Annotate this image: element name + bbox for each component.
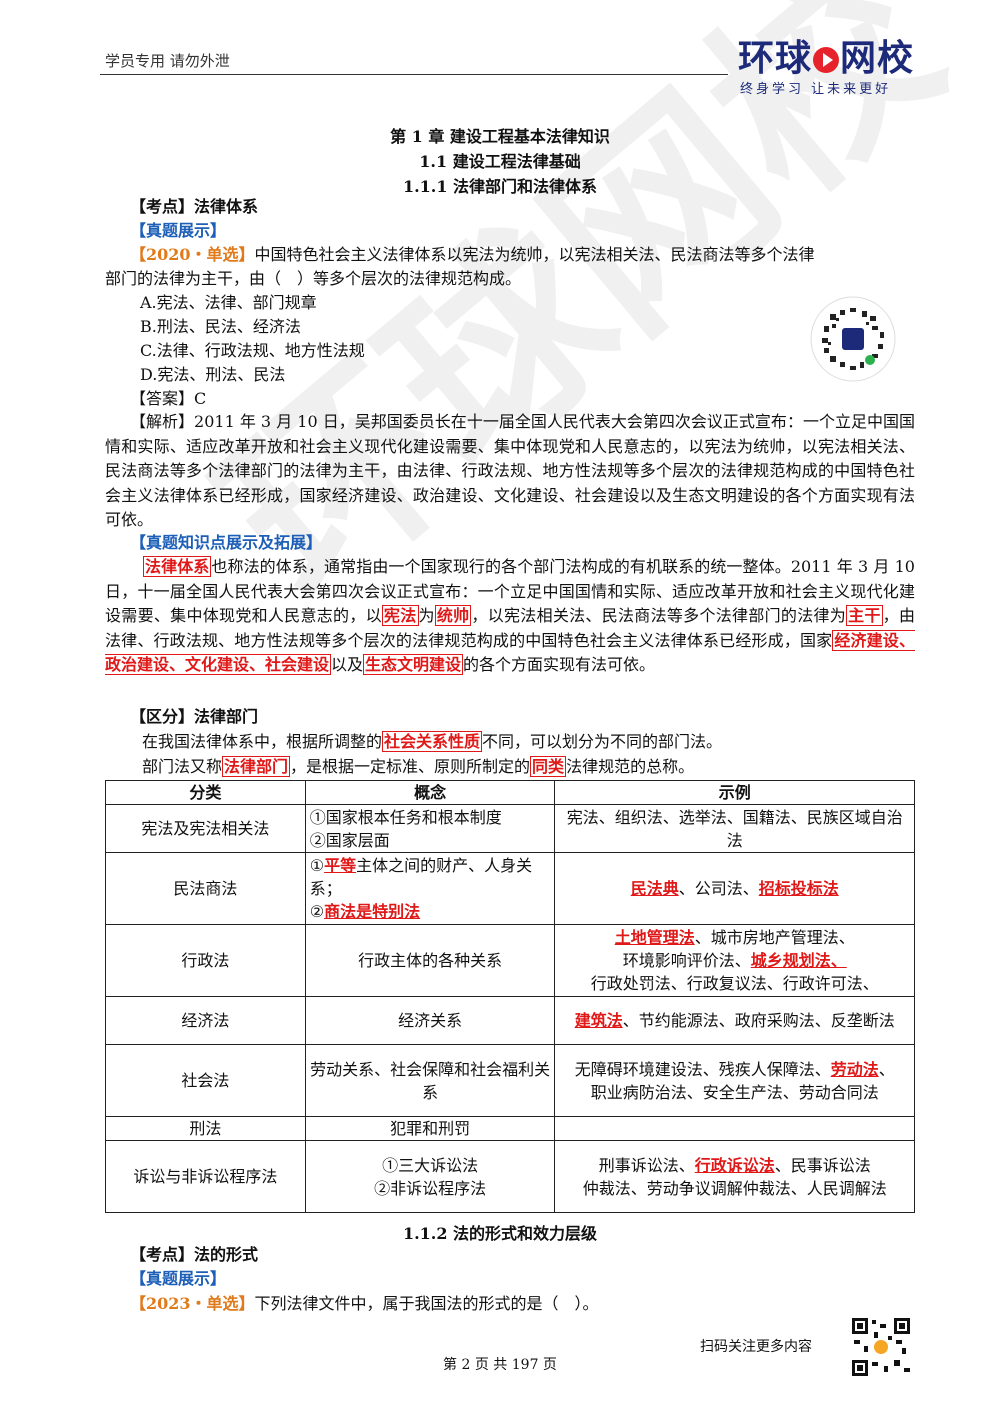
qr-code[interactable] (810, 296, 896, 382)
brand-logo: 环球网校 终身学习 让未来更好 (738, 40, 918, 98)
section-title: 1.1 建设工程法律基础 (419, 152, 581, 171)
subsection2-title: 1.1.2 法的形式和效力层级 (402, 1224, 598, 1243)
subsection-title: 1.1.1 法律部门和法律体系 (402, 177, 598, 196)
zhenti-label: 【真题展示】 (130, 221, 227, 240)
header-rule (100, 74, 728, 75)
question2-stem: 【2023・单选】下列法律文件中，属于我国法的形式的是（ ）。 (130, 1294, 599, 1313)
option-b: B.刑法、民法、经济法 (140, 317, 301, 336)
table-header-row: 分类 概念 示例 (105, 780, 915, 805)
header-concept: 概念 (304, 780, 556, 805)
play-icon (813, 47, 840, 73)
zhenti-label-2: 【真题展示】 (130, 1269, 227, 1288)
answer: 【答案】C (130, 389, 207, 408)
knowledge-label: 【真题知识点展示及拓展】 (130, 533, 323, 552)
table-row: 行政法 行政主体的各种关系 土地管理法、城市房地产管理法、环境影响评价法、城乡规… (105, 924, 915, 997)
qr-code-footer[interactable] (850, 1316, 912, 1378)
chapter-title: 第 1 章 建设工程基本法律知识 (390, 127, 610, 146)
header-notice: 学员专用 请勿外泄 (105, 52, 230, 70)
table-row: 经济法 经济关系 建筑法、节约能源法、政府采购法、反垄断法 (105, 996, 915, 1045)
option-a: A.宪法、法律、部门规章 (140, 293, 317, 312)
table-row: 民法商法 ①平等主体之间的财产、人身关系；②商法是特别法 民法典、公司法、招标投… (105, 852, 915, 925)
page-number: 第 2 页 共 197 页 (443, 1357, 557, 1373)
qufen-p2: 部门法又称法律部门，是根据一定标准、原则所制定的同类法律规范的总称。 (142, 756, 695, 777)
option-d: D.宪法、刑法、民法 (140, 365, 286, 384)
header-example: 示例 (554, 780, 915, 805)
header-category: 分类 (105, 780, 306, 805)
table-row: 社会法 劳动关系、社会保障和社会福利关系 无障碍环境建设法、残疾人保障法、劳动法… (105, 1044, 915, 1117)
question-stem: 【2020・单选】中国特色社会主义法律体系以宪法为统帅，以宪法相关法、民法商法等… (130, 245, 815, 264)
qufen-p1: 在我国法律体系中，根据所调整的社会关系性质不同，可以划分为不同的部门法。 (142, 731, 723, 752)
option-c: C.法律、行政法规、地方性法规 (140, 341, 365, 360)
table-row: 刑法 犯罪和刑罚 (105, 1116, 915, 1141)
qr-caption: 扫码关注更多内容 (700, 1339, 812, 1355)
kaodian-heading: 【考点】法律体系 (130, 197, 259, 216)
qufen-heading: 【区分】法律部门 (130, 707, 259, 726)
kaodian2-heading: 【考点】法的形式 (130, 1245, 259, 1264)
analysis: 【解析】2011 年 3 月 10 日，吴邦国委员长在十一届全国人民代表大会第四… (105, 412, 915, 529)
question-stem-cont: 部门的法律为主干，由（ ）等多个层次的法律规范构成。 (105, 269, 522, 288)
knowledge-paragraph: 法律体系也称法的体系，通常指由一个国家现行的各个部门法构成的有机联系的统一整体。… (105, 556, 915, 675)
logo-slogan: 终身学习 让未来更好 (740, 82, 892, 97)
